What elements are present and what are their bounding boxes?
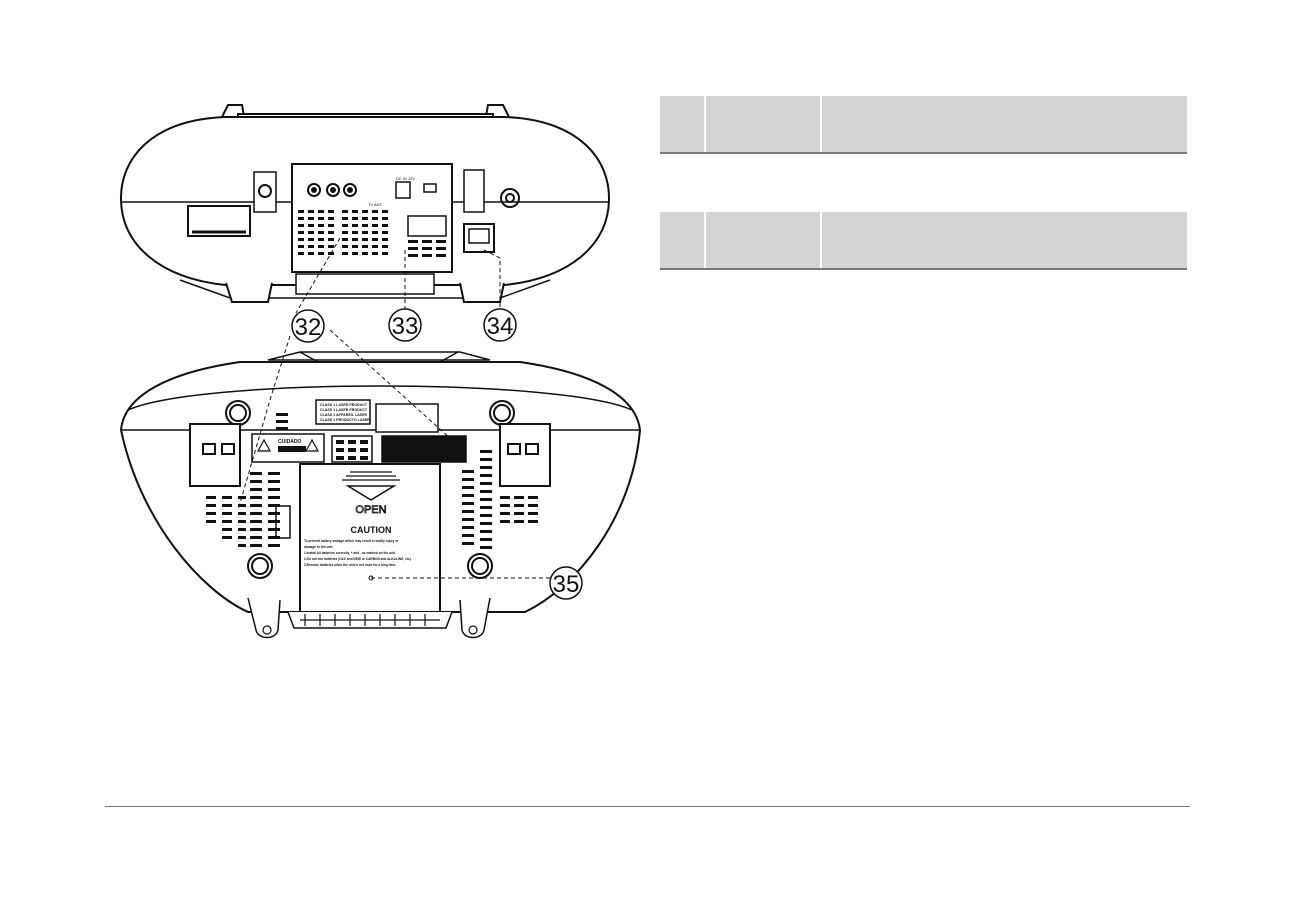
caution-line: damage to the unit: <box>304 545 333 549</box>
row-description-cell <box>821 212 1187 270</box>
callout-number: 33 <box>392 313 419 340</box>
cuidado-label: CUIDADO <box>278 439 301 445</box>
callout-32: 32 <box>291 309 325 343</box>
power-spec-label: DC IN 12V <box>396 176 415 181</box>
row-name-cell <box>705 212 822 270</box>
description-table-row-1 <box>660 96 1187 154</box>
callout-leaders <box>237 237 550 579</box>
description-table-row-2 <box>660 212 1187 270</box>
row-description-cell <box>821 96 1187 154</box>
caution-line: 2.Do not mix batteries (OLD and NEW or C… <box>304 557 412 561</box>
rear-view: TV ANT. DC IN 12V <box>119 104 611 303</box>
callout-number: 35 <box>553 571 580 598</box>
laser-label-line: CLASE 1 PRODUCTO LASER <box>320 418 370 422</box>
open-label: OPEN <box>355 504 386 516</box>
caution-line: 3.Remove batteries when the unit is not … <box>304 563 396 567</box>
callout-33: 33 <box>388 308 422 342</box>
laser-label-line: CLASS 1 LASER PRODUCT <box>320 408 368 412</box>
caution-title: CAUTION <box>351 525 392 535</box>
row-number-cell <box>660 212 706 270</box>
callout-number: 34 <box>487 313 514 340</box>
footer-rule <box>105 806 1190 807</box>
row-name-cell <box>705 96 822 154</box>
callout-34: 34 <box>483 308 517 342</box>
callout-35: 35 <box>549 566 583 600</box>
laser-label-line: CLASS 1 LASER PRODUCT <box>320 403 368 407</box>
bottom-view: CLASS 1 LASER PRODUCT CLASS 1 LASER PROD… <box>119 351 642 639</box>
caution-line: To prevent battery leakage which may res… <box>304 539 399 543</box>
callout-number: 32 <box>295 314 322 341</box>
tv-ant-label: TV ANT. <box>368 202 383 207</box>
row-number-cell <box>660 96 706 154</box>
laser-label-line: CLASS 1 APPAREIL LASER <box>320 413 367 417</box>
caution-line: 1.Install All batteries correctly, + and… <box>304 551 396 555</box>
